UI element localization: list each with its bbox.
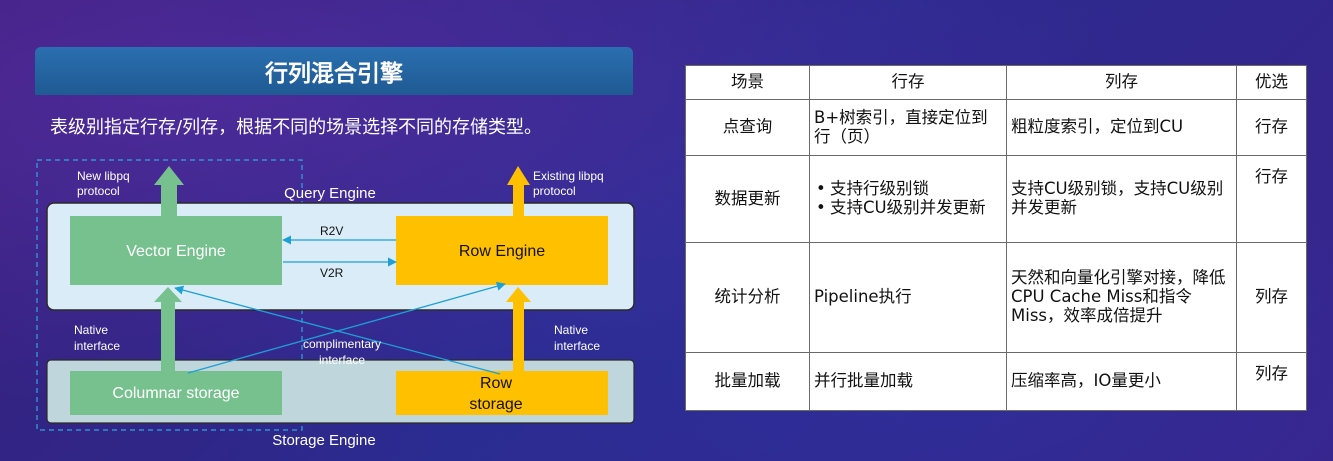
header-scene: 场景 (685, 65, 810, 100)
subtitle: 表级别指定行存/列存，根据不同的场景选择不同的存储类型。 (50, 117, 543, 138)
existing-libpq-label-2: protocol (533, 184, 576, 198)
table-header-row: 场景 行存 列存 优选 (685, 65, 1307, 100)
native-left-label-2: interface (74, 339, 120, 353)
header-row-store: 行存 (809, 65, 1007, 100)
cell-row-store: 并行批量加载 (809, 352, 1007, 411)
query-engine-label: Query Engine (284, 185, 376, 202)
cell-row-store: B+树索引，直接定位到行（页） (809, 99, 1007, 156)
table-row: 批量加载 并行批量加载 压缩率高，IO量更小 列存 (685, 352, 1307, 411)
cell-col-store: 天然和向量化引擎对接，降低CPU Cache Miss和指令Miss，效率成倍提… (1006, 242, 1237, 353)
v2r-label: V2R (320, 266, 344, 280)
native-right-arrow (506, 287, 531, 376)
cell-col-store: 压缩率高，IO量更小 (1006, 352, 1237, 411)
new-libpq-label-1: New libpq (77, 169, 130, 183)
existing-libpq-arrow (507, 166, 530, 216)
engine-diagram: Vector Engine Row Engine Columnar storag… (36, 159, 635, 449)
columnar-storage-label: Columnar storage (112, 385, 239, 402)
row-storage-label-1: Row (480, 375, 512, 392)
vector-engine-box (70, 216, 282, 285)
cell-row-store: 支持行级别锁 支持CU级别并发更新 (809, 155, 1007, 243)
table-row: 点查询 B+树索引，直接定位到行（页） 粗粒度索引，定位到CU 行存 (685, 99, 1307, 156)
comparison-table: 场景 行存 列存 优选 点查询 B+树索引，直接定位到行（页） 粗粒度索引，定位… (685, 65, 1307, 411)
row-engine-box (396, 216, 608, 285)
complimentary-label-2: interface (319, 353, 365, 367)
r2v-label: R2V (320, 224, 343, 238)
storage-engine-label: Storage Engine (272, 432, 375, 449)
section-title-text: 行列混合引擎 (265, 61, 403, 87)
table-row: 数据更新 支持行级别锁 支持CU级别并发更新 支持CU级别锁，支持CU级别并发更… (685, 155, 1307, 243)
cell-row-store: Pipeline执行 (809, 242, 1007, 353)
existing-libpq-label-1: Existing libpq (533, 169, 604, 183)
cell-preferred: 列存 (1236, 242, 1307, 353)
new-libpq-label-2: protocol (77, 184, 120, 198)
complimentary-label-1: complimentary (303, 337, 381, 351)
cell-preferred: 列存 (1236, 352, 1307, 411)
native-right-label-2: interface (554, 339, 600, 353)
row-store-bullets: 支持行级别锁 支持CU级别并发更新 (814, 179, 1002, 218)
native-left-arrow (154, 287, 182, 376)
left-panel: 行列混合引擎 表级别指定行存/列存，根据不同的场景选择不同的存储类型。 (0, 0, 660, 461)
cell-preferred: 行存 (1236, 99, 1307, 156)
cell-scene: 统计分析 (685, 242, 810, 353)
row-storage-label-2: storage (469, 396, 522, 413)
table-row: 统计分析 Pipeline执行 天然和向量化引擎对接，降低CPU Cache M… (685, 242, 1307, 353)
cell-scene: 批量加载 (685, 352, 810, 411)
cell-preferred: 行存 (1236, 155, 1307, 243)
cell-col-store: 支持CU级别锁，支持CU级别并发更新 (1006, 155, 1237, 243)
native-right-label-1: Native (554, 323, 588, 337)
native-left-label-1: Native (74, 323, 108, 337)
cell-scene: 数据更新 (685, 155, 810, 243)
new-libpq-arrow (154, 166, 184, 216)
row-storage-box (396, 371, 608, 415)
header-preferred: 优选 (1236, 65, 1307, 100)
header-col-store: 列存 (1006, 65, 1237, 100)
cross-arrow-to-row (187, 281, 506, 374)
cross-arrow-to-vector (174, 285, 501, 375)
vector-engine-label: Vector Engine (126, 243, 226, 260)
section-title: 行列混合引擎 (35, 47, 633, 95)
bullet-item: 支持行级别锁 (814, 179, 1002, 199)
cell-col-store: 粗粒度索引，定位到CU (1006, 99, 1237, 156)
cell-scene: 点查询 (685, 99, 810, 156)
columnar-storage-box (70, 371, 282, 415)
row-engine-label: Row Engine (459, 243, 545, 260)
bullet-item: 支持CU级别并发更新 (814, 198, 1002, 218)
